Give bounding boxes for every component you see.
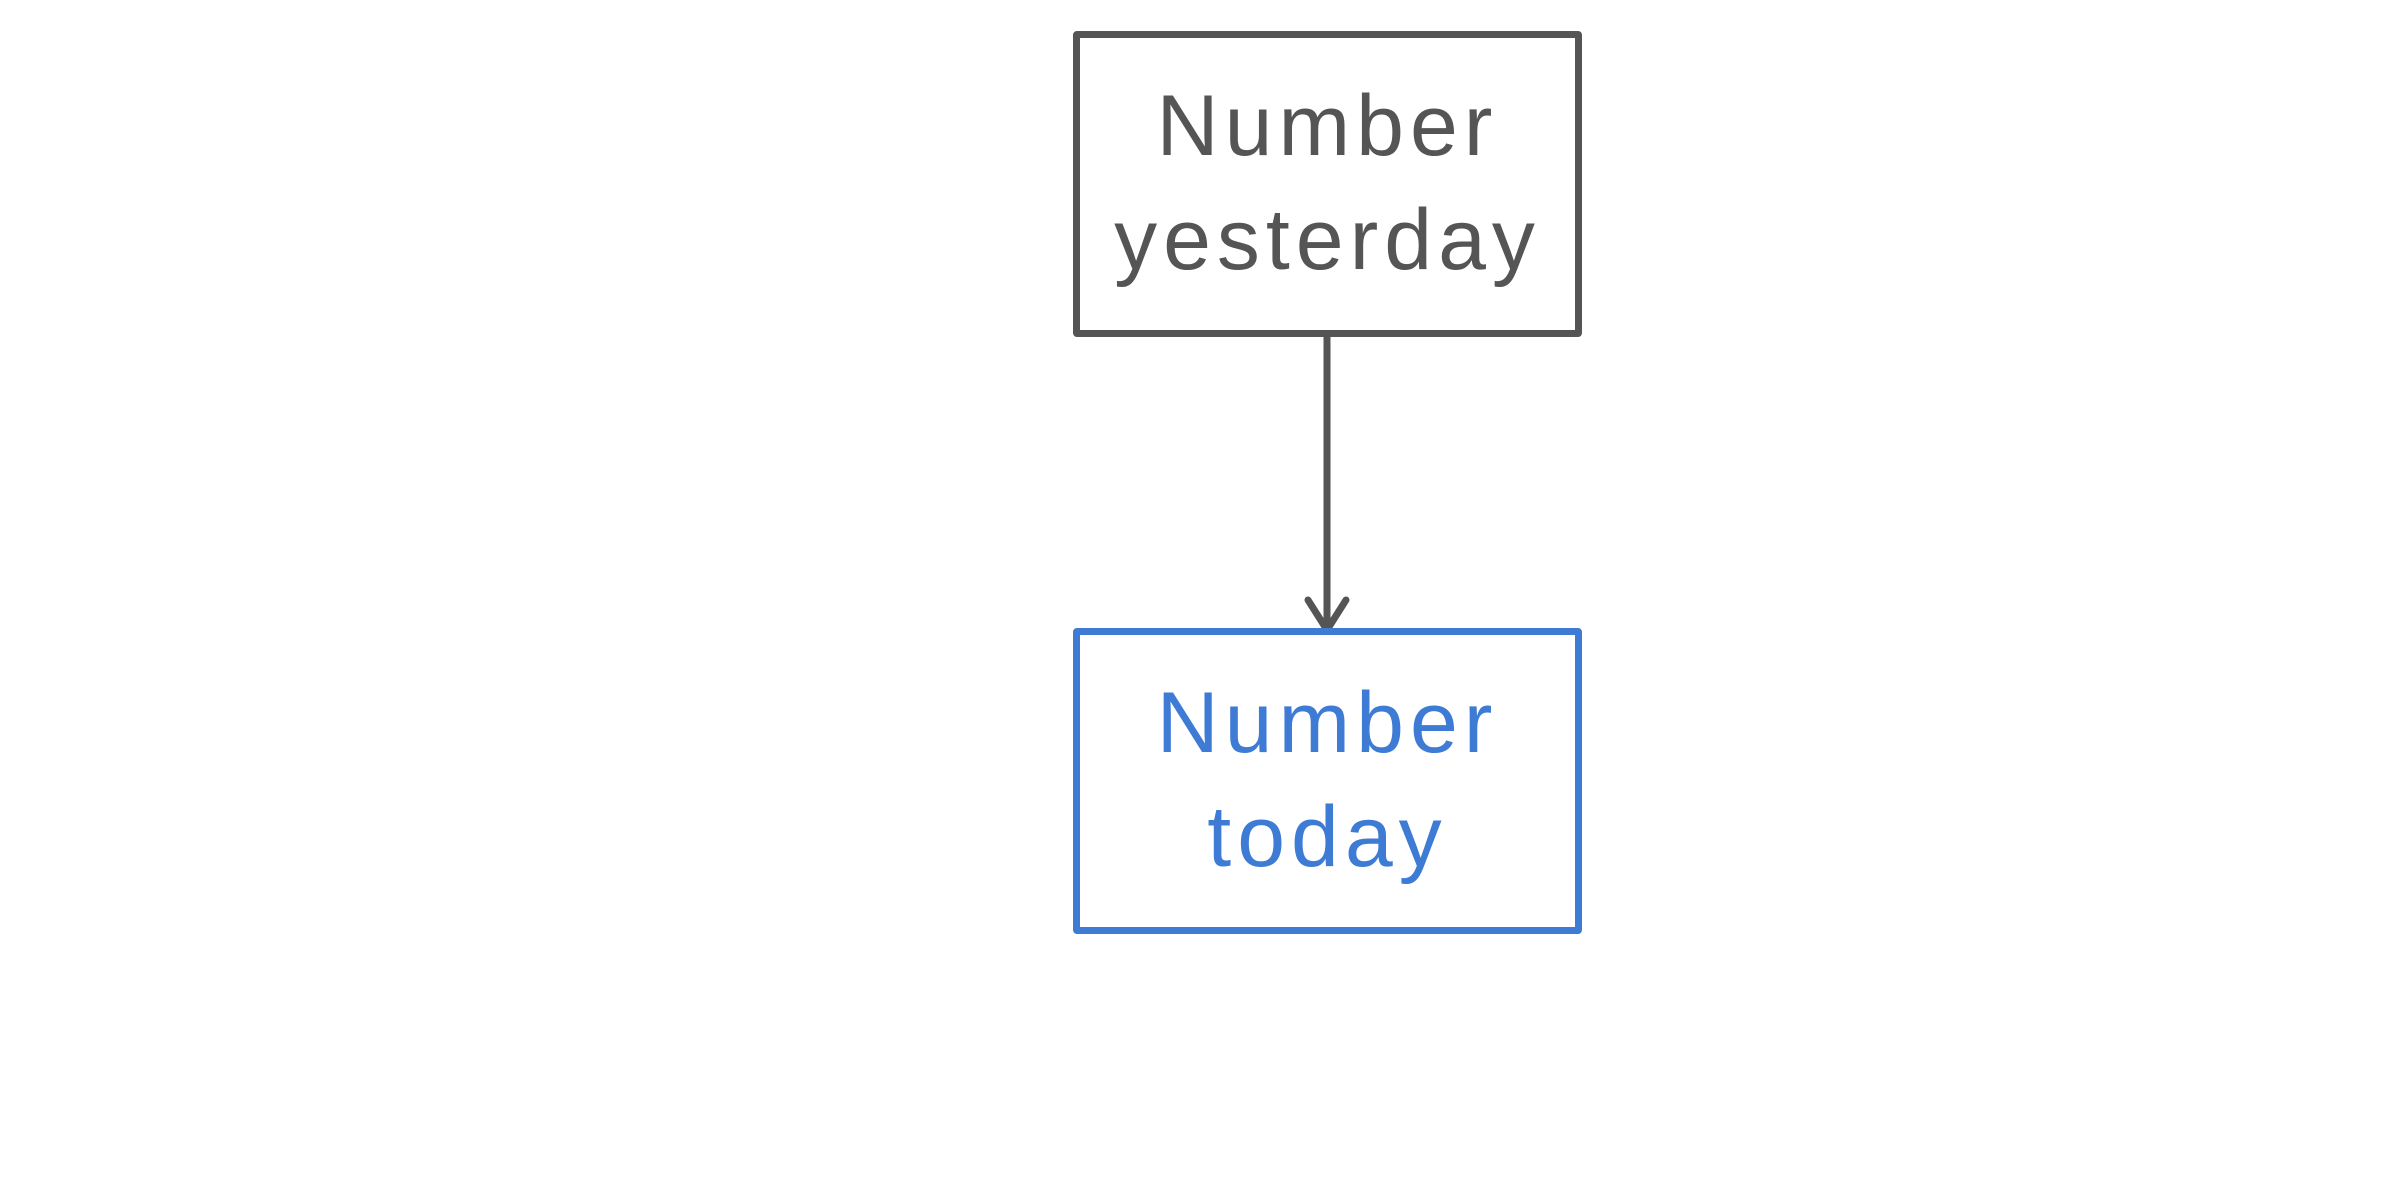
- node-label-line: Number: [1156, 675, 1499, 772]
- node-number-yesterday: Number yesterday: [1073, 31, 1582, 337]
- node-number-yesterday-label: Number yesterday: [1114, 70, 1541, 297]
- node-number-today: Number today: [1073, 628, 1582, 934]
- node-label-line: Number: [1156, 78, 1499, 175]
- arrow-yesterday-to-today: [1304, 333, 1350, 634]
- node-number-today-label: Number today: [1157, 667, 1499, 894]
- node-label-line: today: [1207, 789, 1448, 885]
- node-label-line: yesterday: [1114, 192, 1541, 288]
